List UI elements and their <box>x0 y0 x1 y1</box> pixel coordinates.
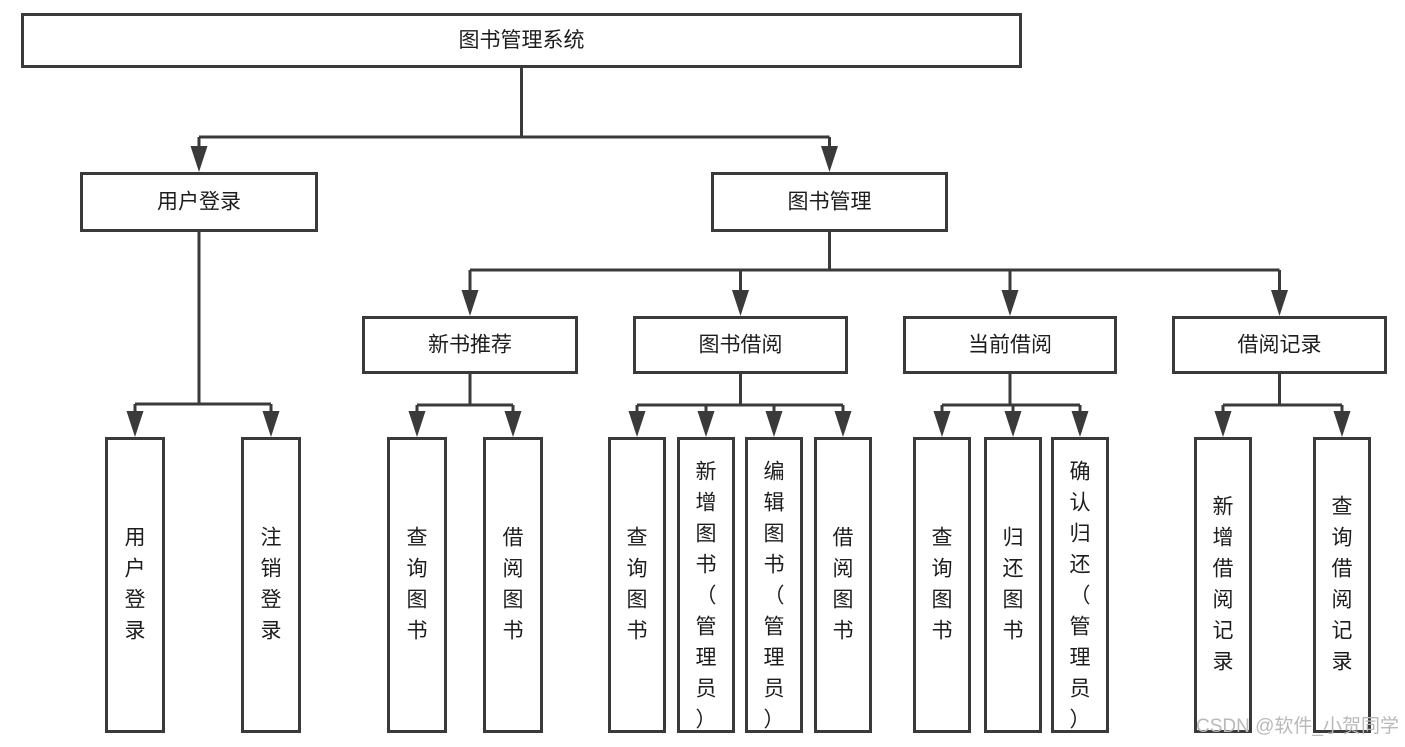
node-box-new-book-recommend[interactable] <box>362 316 578 374</box>
node-leaf-borrow-book-2[interactable]: 借阅图书 <box>814 437 872 733</box>
node-label-new-book-recommend: 新书推荐 <box>428 334 512 357</box>
node-box-leaf-edit-book[interactable] <box>745 437 803 733</box>
node-box-user-login[interactable] <box>80 172 318 232</box>
node-leaf-return-book[interactable]: 归还图书 <box>984 437 1042 733</box>
connector-group-book-borrow <box>628 374 852 437</box>
connector-group-user-login <box>126 232 280 437</box>
node-label-leaf-add-book: 新增图书（管理员） <box>696 460 717 731</box>
node-leaf-user-logout[interactable]: 注销登录 <box>241 437 301 733</box>
node-leaf-query-book-1[interactable]: 查询图书 <box>387 437 447 733</box>
arrow-head-icon <box>834 411 852 437</box>
arrow-head-icon <box>933 411 951 437</box>
connector-group-book-management <box>461 232 1288 316</box>
node-leaf-confirm-return[interactable]: 确认归还（管理员） <box>1051 437 1109 733</box>
node-current-borrow[interactable]: 当前借阅 <box>903 316 1117 374</box>
node-leaf-user-login[interactable]: 用户登录 <box>105 437 165 733</box>
node-label-current-borrow: 当前借阅 <box>968 334 1052 357</box>
node-root[interactable]: 图书管理系统 <box>21 13 1022 68</box>
node-box-leaf-add-book[interactable] <box>677 437 735 733</box>
node-box-leaf-confirm-return[interactable] <box>1051 437 1109 733</box>
node-label-leaf-return-book: 归还图书 <box>1003 526 1024 642</box>
node-box-borrow-record[interactable] <box>1172 316 1387 374</box>
arrow-head-icon <box>1071 411 1089 437</box>
node-user-login[interactable]: 用户登录 <box>80 172 318 232</box>
node-layer: 图书管理系统用户登录图书管理新书推荐图书借阅当前借阅借阅记录用户登录注销登录查询… <box>21 13 1387 733</box>
node-box-root[interactable] <box>21 13 1022 68</box>
node-label-leaf-query-record: 查询借阅记录 <box>1332 495 1353 673</box>
arrow-head-icon <box>732 290 749 316</box>
csdn-watermark: CSDN @软件_小贺同学 <box>1196 715 1399 737</box>
arrow-head-icon <box>697 411 715 437</box>
node-box-current-borrow[interactable] <box>903 316 1117 374</box>
node-label-leaf-query-book-1: 查询图书 <box>407 526 428 642</box>
node-box-leaf-borrow-book-1[interactable] <box>483 437 543 733</box>
arrow-head-icon <box>1333 411 1351 437</box>
node-label-leaf-add-record: 新增借阅记录 <box>1213 495 1234 673</box>
arrow-head-icon <box>190 146 208 172</box>
node-leaf-query-record[interactable]: 查询借阅记录 <box>1313 437 1371 733</box>
arrow-head-icon <box>126 411 144 437</box>
node-box-leaf-query-record[interactable] <box>1313 437 1371 733</box>
node-box-leaf-add-record[interactable] <box>1194 437 1252 733</box>
node-box-book-borrow[interactable] <box>633 316 848 374</box>
node-label-borrow-record: 借阅记录 <box>1238 334 1322 357</box>
node-label-book-management: 图书管理 <box>788 191 872 214</box>
node-label-book-borrow: 图书借阅 <box>699 334 783 357</box>
arrow-head-icon <box>1214 411 1232 437</box>
node-book-borrow[interactable]: 图书借阅 <box>633 316 848 374</box>
node-box-leaf-query-book-3[interactable] <box>913 437 971 733</box>
node-label-root: 图书管理系统 <box>459 29 585 52</box>
node-borrow-record[interactable]: 借阅记录 <box>1172 316 1387 374</box>
node-box-leaf-query-book-1[interactable] <box>387 437 447 733</box>
node-box-book-management[interactable] <box>711 172 948 232</box>
connector-group-borrow-record <box>1214 374 1351 437</box>
node-box-leaf-user-logout[interactable] <box>241 437 301 733</box>
node-label-leaf-confirm-return: 确认归还（管理员） <box>1070 460 1091 731</box>
node-box-leaf-borrow-book-2[interactable] <box>814 437 872 733</box>
node-new-book-recommend[interactable]: 新书推荐 <box>362 316 578 374</box>
node-label-leaf-query-book-3: 查询图书 <box>932 526 953 642</box>
node-book-management[interactable]: 图书管理 <box>711 172 948 232</box>
arrow-head-icon <box>628 411 646 437</box>
node-leaf-add-record[interactable]: 新增借阅记录 <box>1194 437 1252 733</box>
node-label-leaf-borrow-book-1: 借阅图书 <box>503 526 524 642</box>
arrow-head-icon <box>1001 290 1019 316</box>
node-box-leaf-return-book[interactable] <box>984 437 1042 733</box>
arrow-head-icon <box>262 411 280 437</box>
node-label-leaf-user-login: 用户登录 <box>125 526 146 642</box>
arrow-head-icon <box>408 411 426 437</box>
arrow-head-icon <box>504 411 522 437</box>
node-label-leaf-user-logout: 注销登录 <box>261 526 282 642</box>
arrow-head-icon <box>821 146 838 172</box>
node-leaf-query-book-3[interactable]: 查询图书 <box>913 437 971 733</box>
arrow-head-icon <box>461 290 479 316</box>
node-leaf-borrow-book-1[interactable]: 借阅图书 <box>483 437 543 733</box>
connector-group-new-book-recommend <box>408 374 522 437</box>
node-box-leaf-user-login[interactable] <box>105 437 165 733</box>
arrow-head-icon <box>1004 411 1022 437</box>
node-label-leaf-edit-book: 编辑图书（管理员） <box>764 460 785 731</box>
node-leaf-query-book-2[interactable]: 查询图书 <box>608 437 666 733</box>
node-leaf-add-book[interactable]: 新增图书（管理员） <box>677 437 735 733</box>
node-label-leaf-query-book-2: 查询图书 <box>627 526 648 642</box>
connector-group-root <box>190 68 838 172</box>
arrow-head-icon <box>1271 290 1288 316</box>
node-leaf-edit-book[interactable]: 编辑图书（管理员） <box>745 437 803 733</box>
node-label-leaf-borrow-book-2: 借阅图书 <box>833 526 854 642</box>
node-label-user-login: 用户登录 <box>157 191 241 214</box>
connector-layer <box>126 68 1351 437</box>
node-box-leaf-query-book-2[interactable] <box>608 437 666 733</box>
watermark-layer: CSDN @软件_小贺同学 <box>1196 715 1399 737</box>
connector-group-current-borrow <box>933 374 1089 437</box>
arrow-head-icon <box>765 411 783 437</box>
